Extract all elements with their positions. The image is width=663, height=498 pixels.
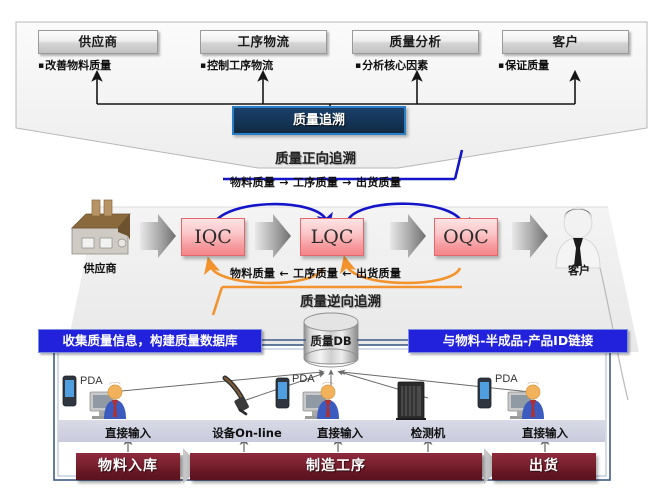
pda-label-5: PDA — [495, 373, 518, 385]
stakeholder-box-quality-analysis[interactable]: 质量分析 — [352, 30, 479, 54]
process-bar-manufacturing[interactable]: 制造工序 — [190, 453, 482, 480]
station-caption-5: 直接输入 — [522, 426, 568, 440]
stakeholder-box-process-logistics[interactable]: 工序物流 — [200, 30, 327, 54]
pda-label-1: PDA — [80, 375, 103, 387]
quality-traceability-box[interactable]: 质量追溯 — [232, 106, 406, 135]
process-bar-material-inbound[interactable]: 物料入库 — [76, 453, 180, 480]
reverse-trace-title: 质量逆向追溯 — [300, 294, 381, 310]
stakeholder-bullet-supplier-text: 改善物料质量 — [45, 59, 112, 72]
reverse-trace-subtitle: 物料质量 ← 工序质量 ← 出货质量 — [230, 267, 402, 280]
stage-box-oqc[interactable]: OQC — [434, 218, 498, 256]
station-caption-2: 设备On-line — [212, 426, 282, 440]
banner-collect-quality-info[interactable]: 收集质量信息，构建质量数据库 — [38, 329, 262, 353]
process-bar-shipment[interactable]: 出货 — [492, 453, 596, 480]
quality-database-cylinder[interactable]: 质量DB — [281, 313, 381, 368]
forward-trace-subtitle: 物料质量 → 工序质量 → 出货质量 — [230, 176, 402, 189]
stage-box-lqc[interactable]: LQC — [300, 218, 364, 256]
stakeholder-box-customer[interactable]: 客户 — [502, 30, 629, 54]
station-caption-3: 直接输入 — [317, 426, 363, 440]
stakeholder-bullet-quality-analysis: ▪分析核心因素 — [355, 59, 429, 72]
chain-target-label: 客户 — [568, 264, 590, 277]
station-caption-1: 直接输入 — [105, 426, 151, 440]
forward-trace-title: 质量正向追溯 — [275, 151, 356, 167]
stakeholder-bullet-process-logistics-text: 控制工序物流 — [207, 59, 274, 72]
stakeholder-bullet-supplier: ▪改善物料质量 — [38, 59, 112, 72]
station-strip — [58, 420, 605, 442]
stage-box-iqc[interactable]: IQC — [181, 218, 245, 256]
pda-label-3: PDA — [292, 373, 315, 385]
station-caption-4: 检测机 — [410, 426, 446, 440]
stakeholder-box-supplier[interactable]: 供应商 — [38, 30, 158, 54]
quality-database-label: 质量DB — [310, 334, 352, 348]
stakeholder-bullet-customer-text: 保证质量 — [505, 59, 550, 72]
chain-source-label: 供应商 — [83, 262, 117, 275]
stakeholder-bullet-quality-analysis-text: 分析核心因素 — [362, 59, 429, 72]
stakeholder-bullet-customer: ▪保证质量 — [498, 59, 550, 72]
stakeholder-bullet-process-logistics: ▪控制工序物流 — [200, 59, 274, 72]
banner-id-linkage[interactable]: 与物料-半成品-产品ID链接 — [408, 329, 628, 353]
